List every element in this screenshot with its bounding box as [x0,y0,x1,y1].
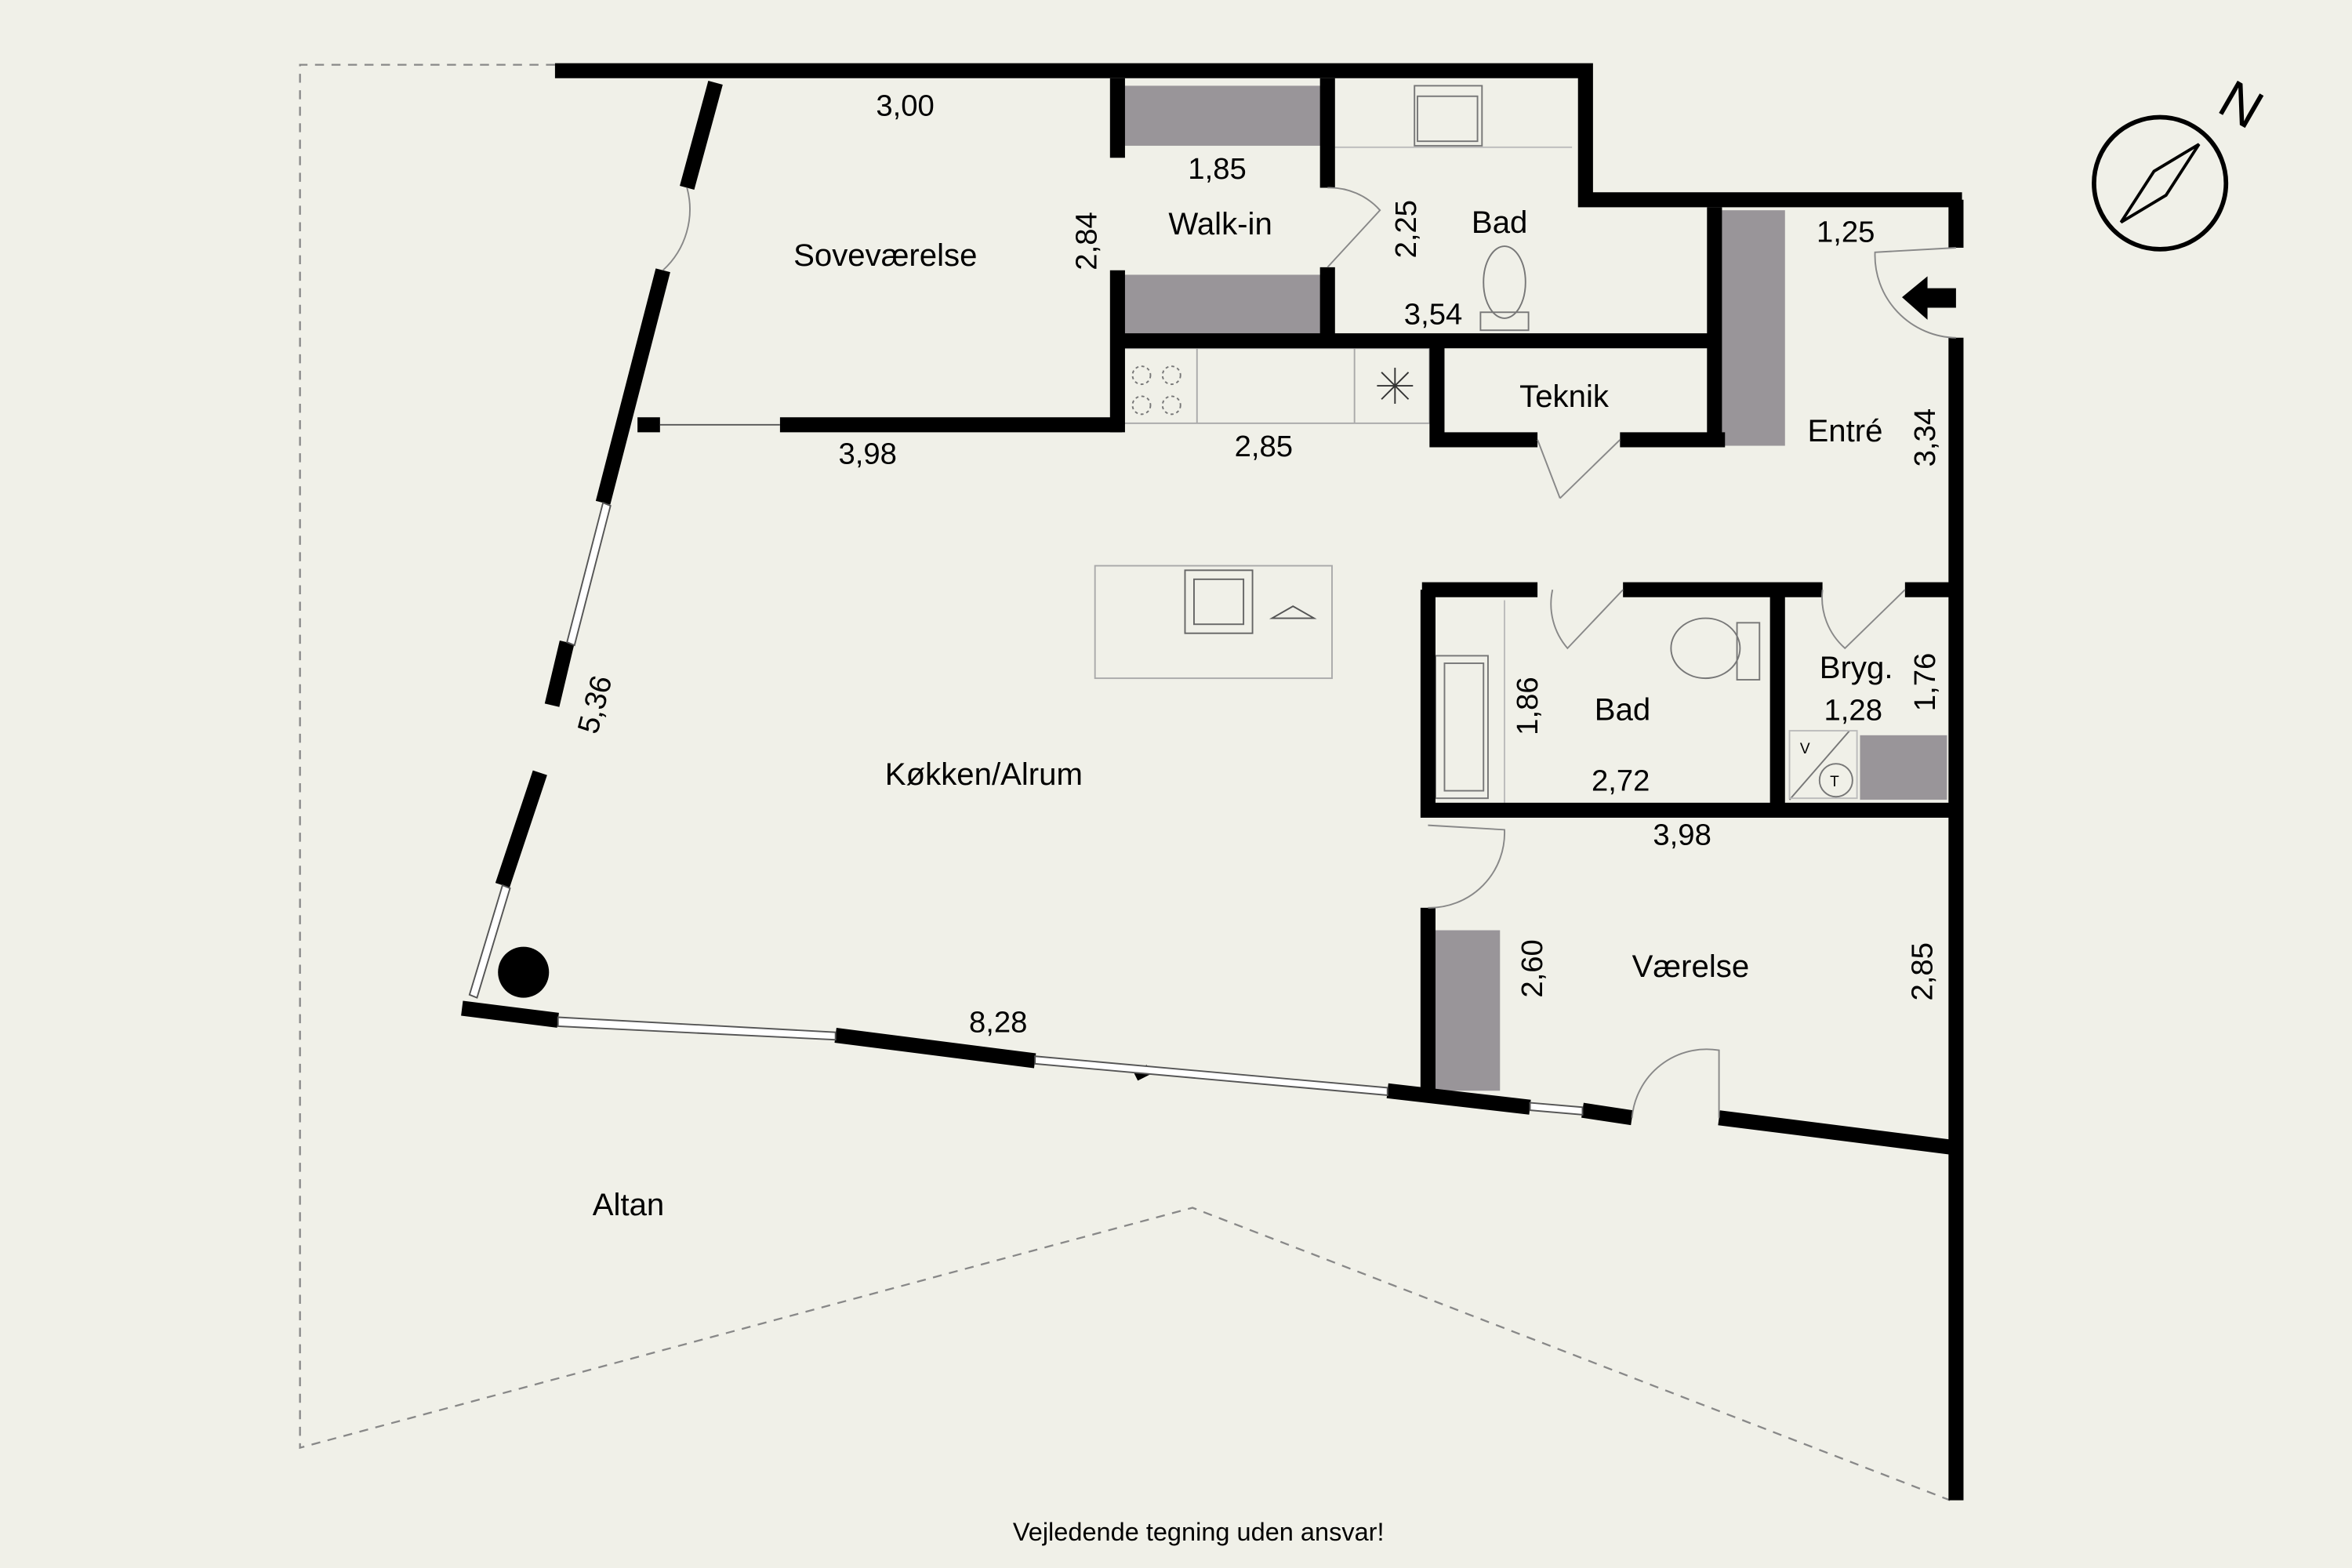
disclaimer: Vejledende tegning uden ansvar! [1013,1518,1385,1546]
room-label-technical: Teknik [1519,379,1610,414]
dim-walkin-width: 1,85 [1188,152,1246,186]
compass-icon [2092,114,2229,252]
bath-fixtures [1334,85,1858,803]
room-label-room: Værelse [1632,949,1750,984]
dim-bath1-side: 2,25 [1389,200,1423,258]
room-label-utility: Bryg. [1820,650,1893,685]
dim-bath2-side: 1,86 [1511,677,1544,735]
dim-utility-side: 1,76 [1908,653,1942,711]
toilet-icon [1483,245,1526,319]
room-label-walkin: Walk-in [1168,206,1272,241]
dim-entrance-top: 1,25 [1817,215,1875,249]
dim-right-side: 2,85 [1905,942,1939,1000]
dim-bottom-wall: 8,28 [969,1006,1027,1040]
dim-utility-width: 1,28 [1824,694,1882,728]
faucet-icon [1269,605,1317,619]
dim-room-top: 3,98 [1653,818,1711,851]
dim-entrance-side: 3,34 [1908,408,1942,466]
washer-label: V [1800,741,1810,757]
dim-bath1-bottom: 3,54 [1404,298,1462,332]
doors [659,187,1956,1118]
stove-icon [1131,365,1181,416]
sink-icon [1184,569,1254,634]
room-label-bath2: Bad [1595,692,1650,728]
dim-bath2-bottom: 2,72 [1592,764,1650,798]
dim-kitchen-counter: 2,85 [1235,430,1293,463]
room-label-bath1: Bad [1472,205,1527,240]
dim-bedroom-top: 3,00 [876,89,934,123]
dryer-icon [1818,763,1853,798]
room-label-entrance: Entré [1807,413,1882,448]
kitchen-island [1094,564,1333,680]
column [498,946,550,998]
room-label-kitchen: Køkken/Alrum [885,757,1083,792]
entrance-arrow-icon [1902,276,1956,320]
windows [468,501,1584,1116]
freezer-icon [1377,368,1414,404]
room-label-bedroom: Soveværelse [793,238,977,273]
room-label-balcony: Altan [593,1187,665,1222]
dryer-label: T [1830,774,1839,790]
balcony-outline [299,64,1951,1501]
dim-bedroom-bottom: 3,98 [839,437,897,471]
closets [1122,85,1947,1091]
dim-room-side: 2,60 [1515,939,1549,997]
dim-bedroom-side: 2,84 [1070,212,1104,270]
